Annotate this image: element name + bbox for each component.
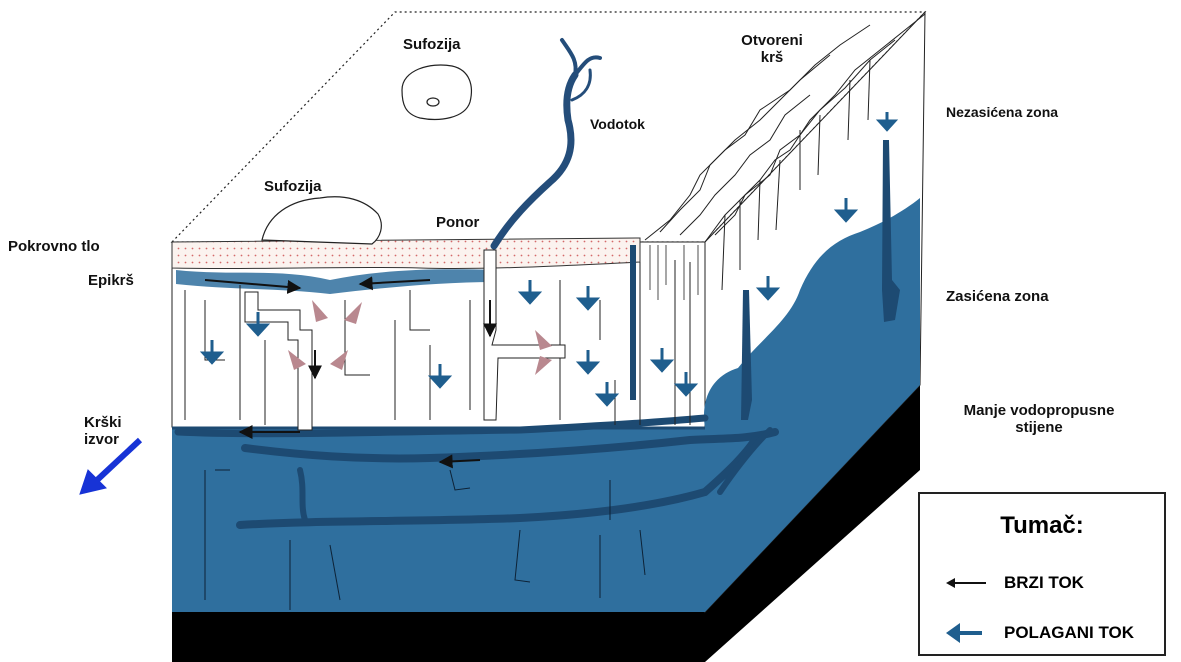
label-epikrs: Epikrš <box>88 272 134 289</box>
cover-soil-layer <box>172 238 640 269</box>
label-zasicena-zona: Zasićena zona <box>946 288 1049 305</box>
label-krski-line2: izvor <box>84 431 122 448</box>
label-nezasicena-zona: Nezasićena zona <box>946 104 1058 120</box>
label-krski-line1: Krški <box>84 414 122 431</box>
legend-fast-flow-label: BRZI TOK <box>1004 573 1084 593</box>
label-pokrovno-tlo: Pokrovno tlo <box>8 238 100 255</box>
label-manje-line1: Manje vodopropusne <box>944 402 1134 419</box>
label-manje-line2: stijene <box>944 419 1134 436</box>
legend-fast-flow: BRZI TOK <box>942 570 1084 596</box>
black-arrow-icon <box>942 571 990 595</box>
label-sufozija-top: Sufozija <box>403 36 461 53</box>
label-vodotok: Vodotok <box>590 116 645 132</box>
label-otvoreni-krs: Otvoreni krš <box>722 32 822 67</box>
legend-slow-flow-label: POLAGANI TOK <box>1004 623 1134 643</box>
label-krski-izvor: Krški izvor <box>84 414 122 449</box>
label-ponor: Ponor <box>436 214 479 231</box>
legend: Tumač: BRZI TOK POLAGANI TOK <box>918 492 1166 656</box>
legend-title: Tumač: <box>920 512 1164 540</box>
legend-slow-flow: POLAGANI TOK <box>942 620 1134 646</box>
label-manje-vodopropusne: Manje vodopropusne stijene <box>944 402 1134 437</box>
label-otvoreni-line2: krš <box>722 49 822 66</box>
label-sufozija-mid: Sufozija <box>264 178 322 195</box>
label-otvoreni-line1: Otvoreni <box>722 32 822 49</box>
blue-arrow-icon <box>942 621 990 645</box>
